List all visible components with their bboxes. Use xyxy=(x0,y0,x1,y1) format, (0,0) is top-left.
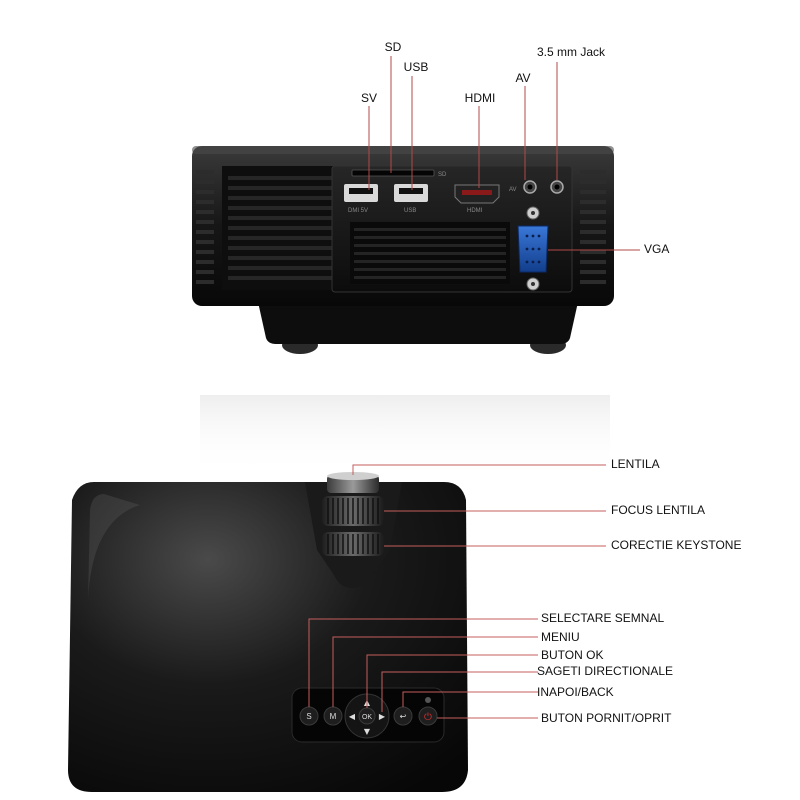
source-button-label: S xyxy=(306,712,311,721)
label-source: SELECTARE SEMNAL xyxy=(541,611,665,625)
label-ok: BUTON OK xyxy=(541,648,604,662)
menu-button-label: M xyxy=(330,712,337,721)
label-arrows: SAGETI DIRECTIONALE xyxy=(537,664,674,678)
back-body-highlight xyxy=(192,146,614,154)
label-back: INAPOI/BACK xyxy=(537,685,614,699)
lens-glass xyxy=(327,472,379,480)
back-view: SD DMI 5V USB HDMI AV xyxy=(192,56,640,475)
side-fins-left xyxy=(196,170,214,284)
hdmi-print: HDMI xyxy=(467,208,483,214)
label-hdmi: HDMI xyxy=(464,91,496,105)
power-led xyxy=(425,697,431,703)
dpad-down-arrow[interactable]: ▼ xyxy=(364,727,371,736)
label-focus: FOCUS LENTILA xyxy=(611,503,706,517)
focus-ring-knurl xyxy=(327,498,379,524)
label-power: BUTON PORNIT/OPRIT xyxy=(541,711,672,725)
back-view-reflection xyxy=(200,395,610,475)
dpad-right-arrow[interactable]: ▶ xyxy=(379,712,386,721)
av-print: AV xyxy=(509,187,517,193)
sd-card-slot xyxy=(351,169,435,177)
usb-port-tongue xyxy=(399,188,423,194)
leader-source xyxy=(308,618,538,707)
leader-lens xyxy=(352,464,606,475)
label-av: AV xyxy=(515,71,531,85)
keystone-ring-knurl xyxy=(327,534,379,554)
sd-print: SD xyxy=(438,172,447,178)
leader-menu xyxy=(332,636,538,707)
usb-port-sv-print: DMI 5V xyxy=(348,208,368,214)
label-vga: VGA xyxy=(644,242,670,256)
vga-screw-top-hole xyxy=(531,211,535,215)
label-usb: USB xyxy=(403,60,429,74)
lens xyxy=(327,475,379,493)
top-view: S M ▲ ▼ ◀ ▶ OK ↩ ⏻ xyxy=(68,464,606,792)
leader-ok xyxy=(366,654,538,708)
dpad-left-arrow[interactable]: ◀ xyxy=(349,712,356,721)
av-jack-hole xyxy=(527,184,533,190)
power-button[interactable] xyxy=(418,706,438,726)
side-fins-right xyxy=(580,170,606,284)
label-sd: SD xyxy=(384,40,402,54)
top-body-highlight xyxy=(88,494,140,600)
base-block xyxy=(258,302,578,344)
audio-jack-hole xyxy=(554,184,560,190)
label-keystone: CORECTIE KEYSTONE xyxy=(611,538,742,552)
hdmi-port-inner xyxy=(462,190,492,195)
label-audio-jack: 3.5 mm Jack xyxy=(537,45,606,59)
vga-pins xyxy=(525,234,541,264)
label-sv: SV xyxy=(360,91,378,105)
usb-port-print: USB xyxy=(404,208,416,214)
top-leader-lines xyxy=(368,56,640,251)
bottom-leader-lines xyxy=(308,464,606,719)
label-lens: LENTILA xyxy=(611,457,660,471)
port-panel-vent-slots xyxy=(354,228,506,279)
usb-port-sv-tongue xyxy=(349,188,373,194)
back-icon: ↩ xyxy=(400,712,407,721)
ok-button-label: OK xyxy=(362,714,372,721)
leader-back xyxy=(402,691,538,707)
vga-screw-bottom-hole xyxy=(531,282,535,286)
leader-arrows xyxy=(381,671,538,712)
label-menu: MENIU xyxy=(541,630,580,644)
power-icon: ⏻ xyxy=(424,712,432,723)
